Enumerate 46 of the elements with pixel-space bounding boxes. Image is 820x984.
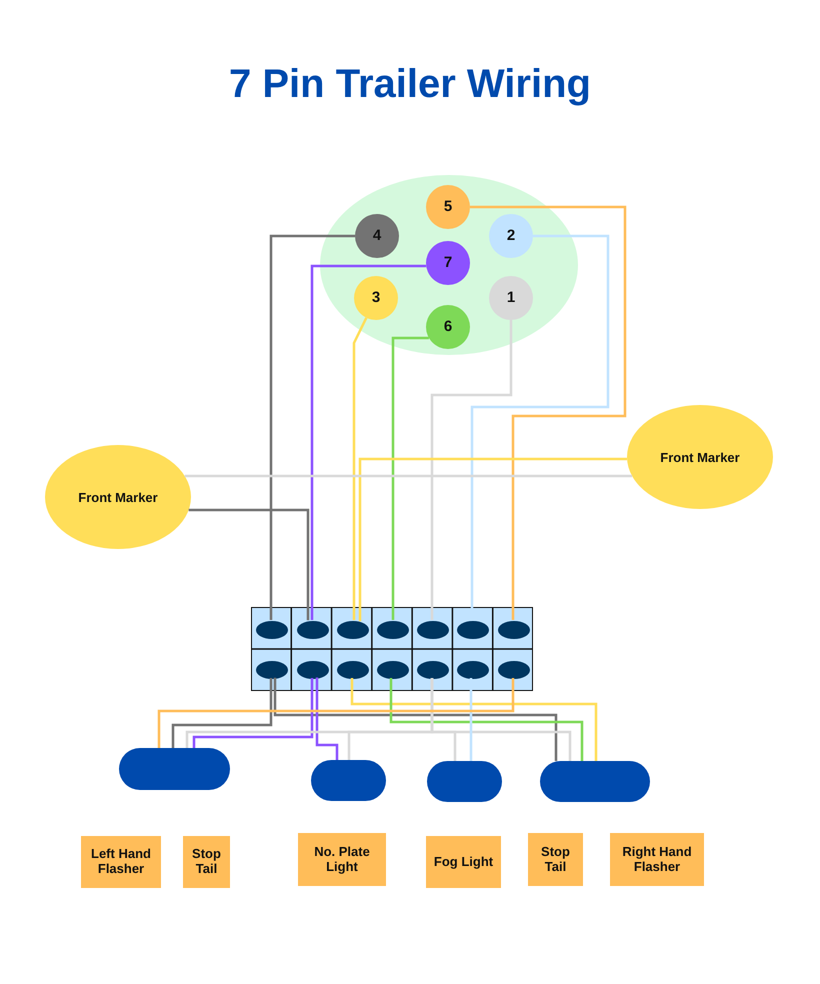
- wire: [350, 678, 598, 761]
- terminal: [377, 661, 409, 679]
- lamp-tag: Stop Tail: [528, 833, 583, 886]
- lamp-tag: Fog Light: [426, 836, 501, 888]
- wire: [390, 678, 584, 761]
- terminal: [457, 621, 489, 639]
- terminal: [498, 661, 530, 679]
- wire: [430, 320, 512, 620]
- terminal: [417, 621, 449, 639]
- wire: [188, 508, 310, 620]
- lamp-tag: Left Hand Flasher: [81, 836, 161, 888]
- lamp-housing: [540, 761, 650, 802]
- terminal: [297, 621, 329, 639]
- wire: [172, 678, 272, 748]
- terminal: [256, 661, 288, 679]
- wire: [310, 264, 426, 620]
- lamp-housing: [427, 761, 502, 802]
- wire: [352, 317, 368, 620]
- terminal: [457, 661, 489, 679]
- wire: [316, 678, 338, 760]
- terminal-block: [251, 607, 533, 691]
- wire: [470, 206, 626, 620]
- lamp-label: Front Marker: [78, 490, 158, 504]
- wire: [430, 678, 572, 761]
- terminal: [337, 661, 369, 679]
- wire: [184, 474, 632, 478]
- wire: [470, 678, 472, 761]
- lamp-tag: Right Hand Flasher: [610, 833, 704, 886]
- wire: [158, 678, 514, 748]
- terminal: [417, 661, 449, 679]
- lamp-tag: Stop Tail: [183, 836, 230, 888]
- lamp-housing: [119, 748, 230, 790]
- wire: [358, 458, 628, 622]
- terminal: [297, 661, 329, 679]
- title: 7 Pin Trailer Wiring: [228, 62, 592, 107]
- wire: [192, 678, 314, 748]
- terminal: [256, 621, 288, 639]
- wire: [270, 234, 355, 620]
- lamp-tag: No. Plate Light: [298, 833, 386, 886]
- lamp-housing: [311, 760, 386, 801]
- lamp-label: Front Marker: [660, 450, 740, 464]
- wire: [392, 336, 429, 620]
- wire: [274, 678, 558, 761]
- terminal: [377, 621, 409, 639]
- terminal: [498, 621, 530, 639]
- terminal: [337, 621, 369, 639]
